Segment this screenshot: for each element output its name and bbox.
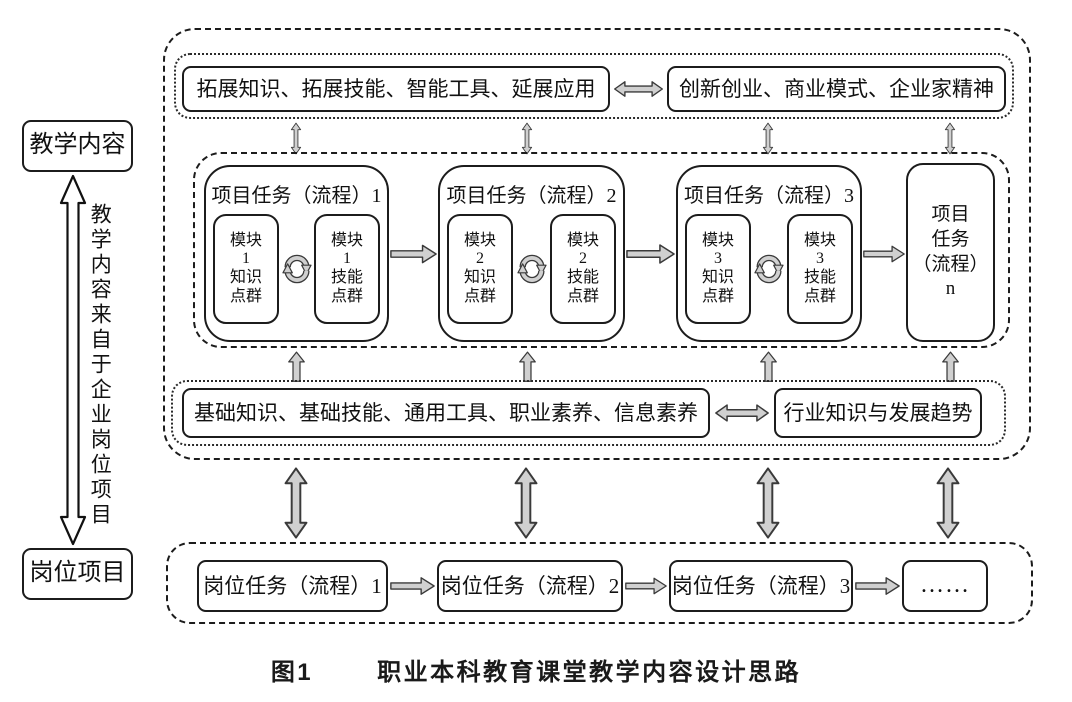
content-job-double-arrow-icon	[514, 467, 538, 539]
job-task-arrow-icon	[390, 576, 435, 596]
project-task-3-title: 项目任务（流程）3	[684, 185, 854, 207]
content-job-double-arrow-icon	[756, 467, 780, 539]
band-link-double-arrow-icon	[762, 122, 774, 155]
figure-number: 图1	[270, 659, 314, 686]
job-task-3-box: 岗位任务（流程）3	[669, 560, 853, 612]
job-task-arrow-icon	[625, 577, 667, 595]
job-task-arrow-icon	[855, 576, 900, 596]
project-2-3-arrow-icon	[626, 244, 675, 264]
extension-innovation-double-arrow-icon	[613, 80, 664, 98]
knowledge-skill-cycle-icon	[752, 252, 786, 286]
band-link-double-arrow-icon	[290, 122, 302, 155]
module-3-skill-box: 模块 3 技能 点群	[787, 214, 853, 324]
foundation-industry-double-arrow-icon	[715, 404, 769, 422]
job-task-band	[166, 542, 1033, 624]
module-1-knowledge-box: 模块 1 知识 点群	[213, 214, 279, 324]
extension-band	[174, 53, 1014, 119]
module-2-knowledge-box: 模块 2 知识 点群	[447, 214, 513, 324]
foundation-link-up-arrow-icon	[760, 351, 777, 382]
job-project-box: 岗位项目	[22, 548, 133, 600]
project-1-2-arrow-icon	[390, 244, 437, 264]
industry-trend-box: 行业知识与发展趋势	[774, 388, 982, 438]
job-task-2-box: 岗位任务（流程）2	[437, 560, 623, 612]
foundation-knowledge-box: 基础知识、基础技能、通用工具、职业素养、信息素养	[182, 388, 710, 438]
project-task-1-title: 项目任务（流程）1	[211, 185, 382, 207]
content-job-double-arrow-icon	[936, 467, 960, 539]
foundation-band	[171, 380, 1006, 446]
job-task-ellipsis-box: ……	[902, 560, 988, 612]
band-link-double-arrow-icon	[521, 122, 533, 155]
band-link-double-arrow-icon	[944, 122, 956, 155]
module-3-knowledge-box: 模块 3 知识 点群	[685, 214, 751, 324]
knowledge-skill-cycle-icon	[515, 252, 549, 286]
foundation-link-up-arrow-icon	[942, 351, 959, 382]
vertical-annotation: 教学内容来自于企业岗位项目	[88, 203, 113, 528]
figure-title: 职业本科教育课堂教学内容设计思路	[377, 659, 802, 686]
teaching-content-container	[163, 28, 1031, 460]
project-3-n-arrow-icon	[863, 245, 905, 263]
foundation-link-up-arrow-icon	[519, 351, 536, 382]
project-task-3-box: 项目任务（流程）3 模块 3 知识 点群 模块 3 技能 点群	[676, 165, 862, 342]
teaching-content-box: 教学内容	[22, 120, 133, 172]
extension-knowledge-box: 拓展知识、拓展技能、智能工具、延展应用	[182, 66, 610, 112]
project-task-n-box: 项目 任务 （流程） n	[906, 163, 995, 342]
module-1-skill-box: 模块 1 技能 点群	[314, 214, 380, 324]
innovation-box: 创新创业、商业模式、企业家精神	[667, 66, 1006, 112]
module-2-skill-box: 模块 2 技能 点群	[550, 214, 616, 324]
figure-caption: 图1 职业本科教育课堂教学内容设计思路	[0, 652, 1072, 687]
content-job-double-arrow-icon	[284, 467, 308, 539]
project-task-band	[193, 152, 1010, 348]
foundation-link-up-arrow-icon	[288, 351, 305, 382]
project-task-2-title: 项目任务（流程）2	[446, 185, 617, 207]
knowledge-skill-cycle-icon	[280, 252, 314, 286]
project-task-2-box: 项目任务（流程）2 模块 2 知识 点群 模块 2 技能 点群	[438, 165, 625, 342]
project-task-1-box: 项目任务（流程）1 模块 1 知识 点群 模块 1 技能 点群	[204, 165, 389, 342]
job-task-1-box: 岗位任务（流程）1	[197, 560, 388, 612]
teaching-job-double-arrow-icon	[59, 174, 87, 546]
